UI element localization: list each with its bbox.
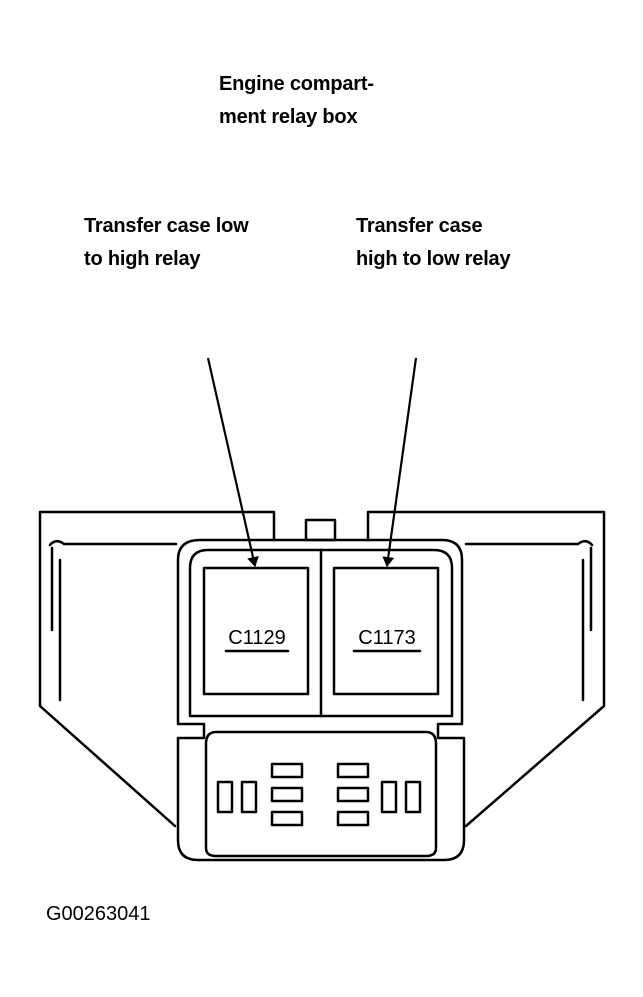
fuse-slot	[240, 780, 258, 814]
right-flange-ridge	[464, 540, 594, 547]
fuse-slot	[270, 762, 304, 779]
fuse-slot	[336, 810, 370, 827]
figure-id: G00263041	[46, 903, 151, 925]
high-to-low-relay-label-line-2: high to low relay	[356, 248, 511, 270]
high-to-low-relay-label-line-1: Transfer case	[356, 215, 483, 237]
high-to-low-relay-label: Transfer case high to low relay	[356, 210, 511, 276]
fuse-slot	[336, 786, 370, 803]
low-to-high-relay-label-line-2: to high relay	[84, 248, 201, 270]
relay-c1129	[202, 566, 310, 696]
fuse-cavity	[204, 730, 438, 858]
fuse-slot	[216, 780, 234, 814]
relay-c1173	[332, 566, 440, 696]
relay-box-title-line-1: Engine compart-	[219, 73, 374, 95]
relay-box-title: Engine compart- ment relay box	[219, 68, 374, 134]
low-to-high-relay-arrow	[206, 357, 259, 567]
fuse-slot	[270, 786, 304, 803]
top-latch-tab	[304, 518, 337, 542]
fuse-slot	[336, 762, 370, 779]
left-flange-ridge	[48, 540, 178, 547]
relay-compartment	[188, 548, 454, 718]
relay-box-title-line-2: ment relay box	[219, 106, 358, 128]
fuse-slot	[270, 810, 304, 827]
low-to-high-relay-label: Transfer case low to high relay	[84, 210, 249, 276]
fuse-slot	[380, 780, 398, 814]
right-mounting-flange	[366, 510, 606, 828]
connector-c1173-label: C1173	[358, 627, 415, 649]
left-mounting-flange	[38, 510, 276, 828]
connector-c1129-label: C1129	[228, 627, 285, 649]
fuse-slot	[404, 780, 422, 814]
low-to-high-relay-label-line-1: Transfer case low	[84, 215, 249, 237]
relay-box-housing	[176, 538, 466, 862]
high-to-low-relay-arrow	[382, 357, 418, 567]
